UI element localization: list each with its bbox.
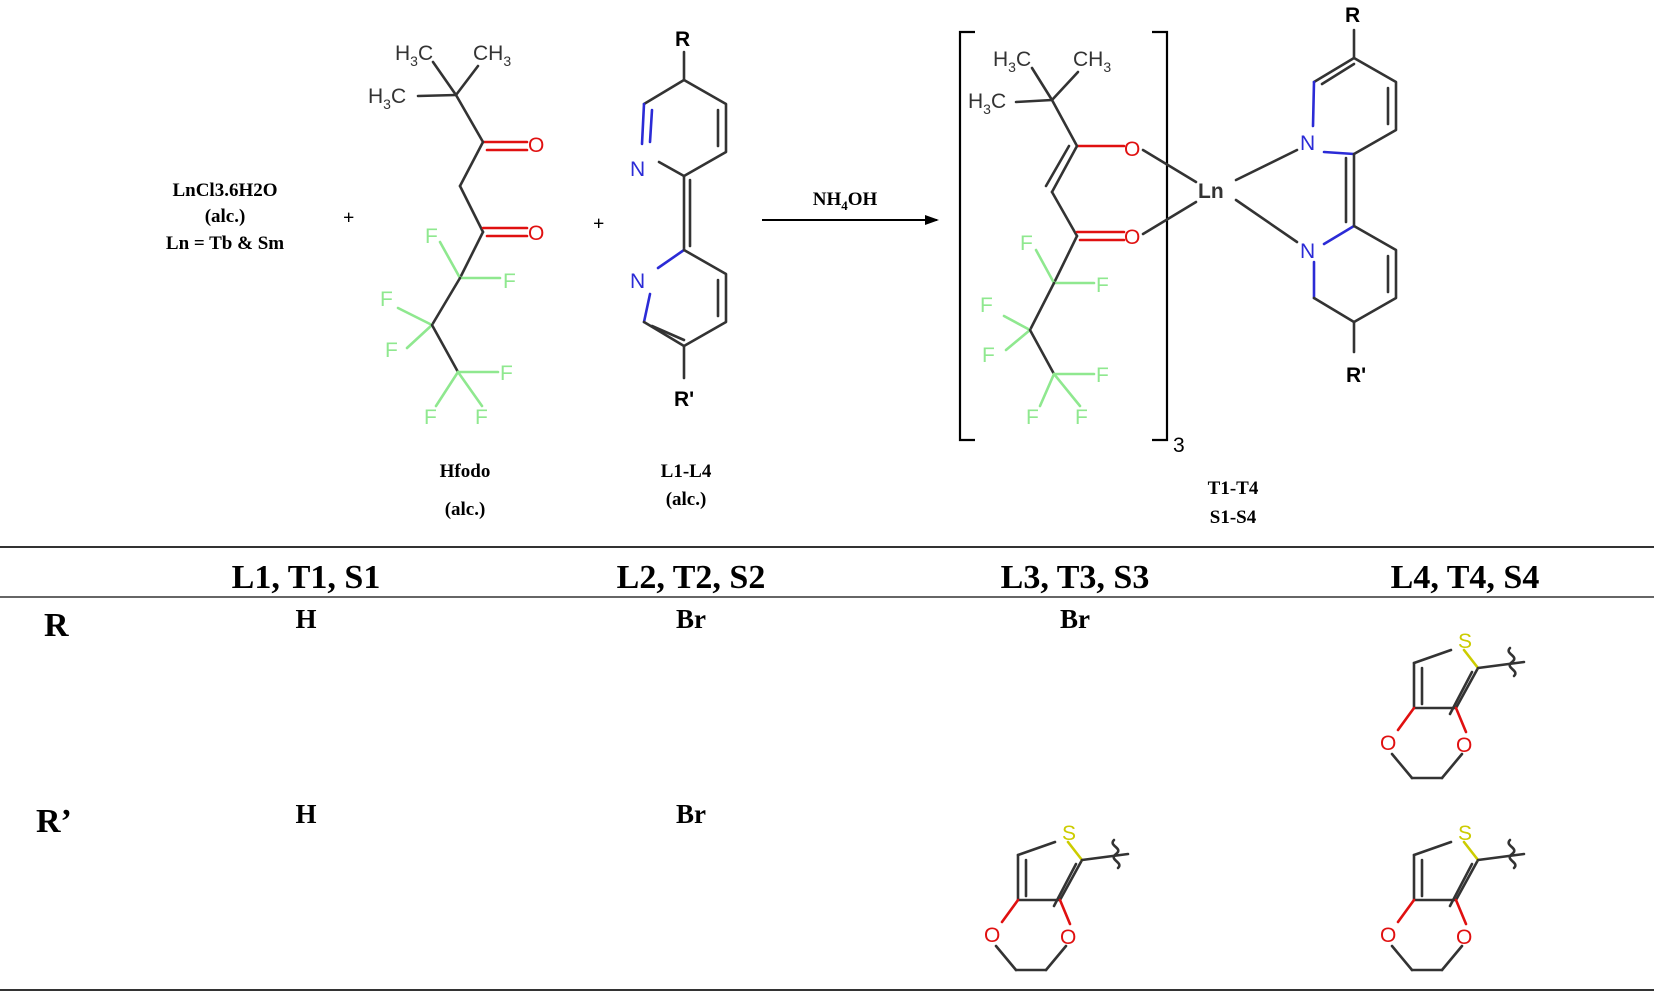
fluorine-atom: F bbox=[500, 362, 513, 385]
fluorine-atom: F bbox=[982, 344, 995, 367]
row-label-r-prime: R’ bbox=[36, 803, 72, 840]
substituent-r: R bbox=[675, 28, 690, 51]
fluorine-atom: F bbox=[1096, 274, 1109, 297]
reagent-ammonia-label: NH4OH bbox=[813, 189, 878, 213]
nitrogen-atom: N bbox=[1300, 132, 1315, 155]
fluorine-atom: F bbox=[1026, 406, 1039, 429]
oxygen-atom: O bbox=[1124, 138, 1140, 161]
salt-formula: LnCl3.6H2O bbox=[172, 180, 277, 201]
table-cell: Br bbox=[676, 799, 706, 829]
substituent-r-prime: R' bbox=[674, 388, 694, 411]
plus-sign: + bbox=[593, 213, 604, 235]
fluorine-atom: F bbox=[475, 406, 488, 429]
column-header: L2, T2, S2 bbox=[617, 559, 766, 596]
salt-solvent: (alc.) bbox=[205, 206, 246, 227]
salt-lanthanide: Ln = Tb & Sm bbox=[166, 233, 284, 254]
substituent-table: L1, T1, S1 L2, T2, S2 L3, T3, S3 L4, T4,… bbox=[0, 546, 1654, 991]
edot-substituent-structure bbox=[982, 820, 1130, 972]
table-cell: H bbox=[295, 604, 316, 634]
product-name-sm: S1-S4 bbox=[1210, 507, 1257, 528]
methyl-label: H3C bbox=[993, 48, 1031, 75]
hfodo-name: Hfodo bbox=[440, 461, 491, 482]
fluorine-atom: F bbox=[380, 288, 393, 311]
column-header: L4, T4, S4 bbox=[1391, 559, 1540, 596]
table-cell: Br bbox=[676, 604, 706, 634]
fluorine-atom: F bbox=[1096, 364, 1109, 387]
plus-sign: + bbox=[343, 207, 354, 229]
hfodo-solvent: (alc.) bbox=[445, 499, 486, 520]
row-label-r: R bbox=[44, 607, 69, 644]
lanthanide-atom: Ln bbox=[1198, 180, 1224, 203]
edot-substituent-structure bbox=[1378, 820, 1526, 972]
lanthanide-salt-label: LnCl3.6H2O (alc.) Ln = Tb & Sm bbox=[166, 180, 284, 254]
fluorine-atom: F bbox=[425, 225, 438, 248]
table-cell: H bbox=[295, 799, 316, 829]
product-name-tb: T1-T4 bbox=[1208, 478, 1259, 499]
nitrogen-atom: N bbox=[630, 270, 645, 293]
bracket-subscript: 3 bbox=[1173, 434, 1185, 457]
fluorine-atom: F bbox=[980, 294, 993, 317]
substituent-r: R bbox=[1345, 4, 1360, 27]
methyl-label: H3C bbox=[968, 90, 1006, 117]
ligand-solvent: (alc.) bbox=[666, 489, 707, 510]
column-header: L1, T1, S1 bbox=[232, 559, 381, 596]
nitrogen-atom: N bbox=[1300, 240, 1315, 263]
oxygen-atom: O bbox=[528, 134, 544, 157]
fluorine-atom: F bbox=[424, 406, 437, 429]
fluorine-atom: F bbox=[1020, 232, 1033, 255]
oxygen-atom: O bbox=[1124, 226, 1140, 249]
substituent-r-prime: R' bbox=[1346, 364, 1366, 387]
bipyridine-ligand: R N N R' bbox=[630, 28, 728, 411]
ligand-name: L1-L4 bbox=[661, 461, 712, 482]
oxygen-atom: O bbox=[528, 222, 544, 245]
methyl-label: H3C bbox=[368, 85, 406, 112]
nitrogen-atom: N bbox=[630, 158, 645, 181]
methyl-label: H3C bbox=[395, 42, 433, 69]
table-cell: Br bbox=[1060, 604, 1090, 634]
fluorine-atom: F bbox=[385, 339, 398, 362]
edot-substituent-structure bbox=[1378, 628, 1526, 780]
reaction-arrow: NH4OH bbox=[762, 189, 939, 225]
column-header: L3, T3, S3 bbox=[1001, 559, 1150, 596]
hfodo-molecule: H3C CH3 H3C O O F F F F F F F bbox=[368, 42, 544, 429]
fluorine-atom: F bbox=[1075, 406, 1088, 429]
fluorine-atom: F bbox=[503, 270, 516, 293]
product-complex: 3 H3C CH3 H3C O O F F F F F F F bbox=[958, 4, 1398, 457]
svg-text:LnCl3.6H2O: LnCl3.6H2O bbox=[172, 180, 277, 201]
